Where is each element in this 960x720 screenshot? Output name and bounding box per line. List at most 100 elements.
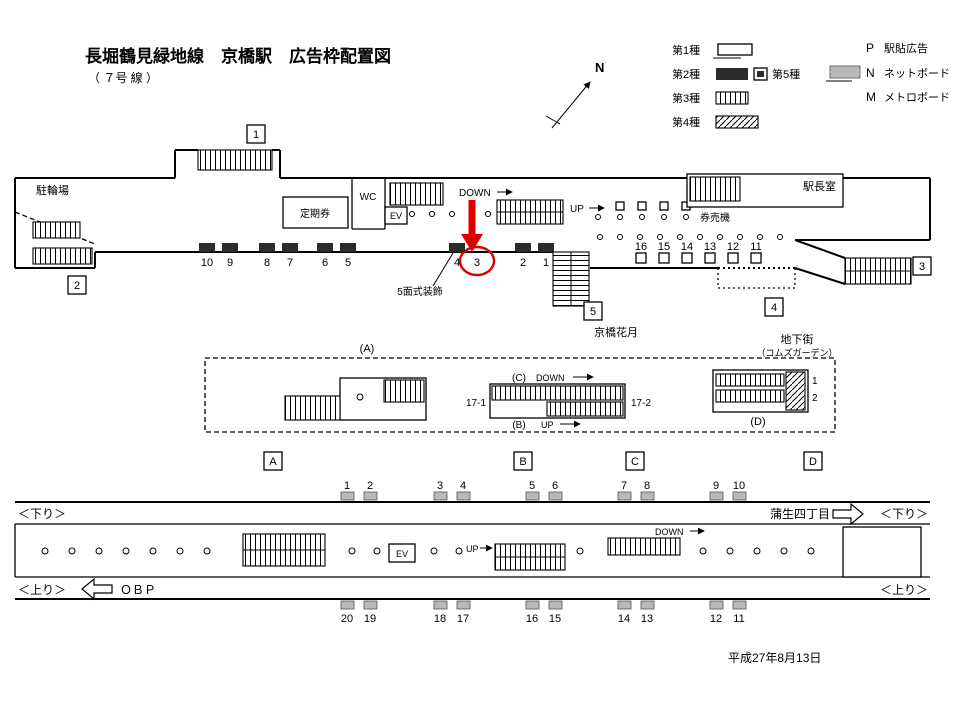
ad-frame-numbers-east: 16 15 14 13 12 11 — [635, 241, 762, 253]
svg-text:18: 18 — [434, 613, 446, 625]
d-frame-2: 2 — [812, 393, 818, 404]
stair-a-structure — [284, 377, 427, 421]
exit5-box — [583, 301, 603, 321]
svg-text:4: 4 — [454, 257, 460, 269]
exit2-box — [67, 275, 87, 295]
svg-text:9: 9 — [227, 257, 233, 269]
wc-label: WC — [360, 192, 377, 203]
exit1-box — [246, 124, 266, 144]
svg-text:13: 13 — [704, 241, 716, 253]
svg-text:5: 5 — [529, 480, 535, 492]
highlight-annotation — [458, 200, 496, 277]
svg-text:15: 15 — [549, 613, 561, 625]
station-office-stairs-icon — [689, 176, 741, 202]
exit4-box — [764, 297, 784, 317]
up-line-left-label: ＜上り＞ — [18, 583, 66, 597]
legend-type4-icon — [715, 115, 759, 129]
ad-frames-black — [199, 243, 554, 252]
down-label: DOWN — [459, 188, 491, 199]
north-arrow — [551, 81, 591, 129]
ad-frame-numbers-west: 10 9 8 7 6 5 4 3 2 1 — [201, 257, 549, 269]
gamo-label: 蒲生四丁目 — [770, 507, 830, 521]
stair-box-c: C — [631, 456, 639, 468]
svg-text:11: 11 — [733, 613, 744, 625]
platform-elevator — [388, 543, 416, 563]
area-a-label: (A) — [360, 343, 375, 355]
north-label: N — [595, 60, 604, 75]
obp-direction-arrow-icon — [81, 577, 113, 601]
stair-d-structure — [712, 369, 809, 413]
highlighted-frame-number: 3 — [474, 257, 480, 269]
commuter-pass-office — [282, 196, 349, 229]
page-title: 長堀鶴見緑地線 京橋駅 広告枠配置図 — [85, 46, 391, 66]
exit1-number: 1 — [253, 129, 259, 141]
station-office-label: 駅長室 — [803, 179, 836, 193]
concourse-stairs-icon — [389, 182, 444, 206]
decoration-label: 5面式装飾 — [397, 285, 443, 298]
exit2-number: 2 — [74, 280, 80, 292]
concourse-map: 駐輪場 1 2 定期券 WC EV DOWN UP — [14, 124, 932, 358]
compass: N — [545, 60, 604, 129]
area-d-label: (D) — [750, 416, 765, 428]
svg-text:11: 11 — [750, 241, 761, 253]
svg-text:2: 2 — [367, 480, 373, 492]
legend-type2-label: 第2種 — [672, 67, 700, 81]
svg-text:16: 16 — [635, 241, 647, 253]
commuter-pass-label: 定期券 — [300, 207, 330, 220]
down-line-left-label: ＜下り＞ — [18, 507, 66, 521]
svg-text:10: 10 — [201, 257, 213, 269]
up-line-right-label: ＜上り＞ — [880, 583, 928, 597]
concourse-elevator — [384, 206, 408, 225]
exit1-stairs-icon — [197, 149, 273, 171]
svg-text:15: 15 — [658, 241, 670, 253]
mezz-down-label: DOWN — [536, 373, 565, 383]
underground-connection — [717, 268, 796, 289]
platform-down-label: DOWN — [655, 527, 684, 537]
svg-text:14: 14 — [681, 241, 693, 253]
legend-type3-label: 第3種 — [672, 91, 700, 105]
mezzanine-map: (A) (C) DOWN 17-1 17-2 (B) UP 1 2 (D) — [204, 343, 836, 471]
svg-text:6: 6 — [552, 480, 558, 492]
svg-text:7: 7 — [621, 480, 627, 492]
highlight-circle — [458, 245, 496, 277]
svg-text:16: 16 — [526, 613, 538, 625]
platform-frame-numbers-bottom: 20 19 18 17 16 15 14 13 12 11 — [341, 613, 745, 625]
legend-m-code: M — [866, 90, 876, 104]
north-arrow-tick — [545, 115, 561, 125]
stair-bc-structure — [489, 383, 626, 419]
stair-letter-boxes: A B C D — [263, 451, 823, 471]
svg-text:2: 2 — [520, 257, 526, 269]
down-line-right-label: ＜下り＞ — [880, 507, 928, 521]
svg-text:1: 1 — [543, 257, 549, 269]
stair-box-a: A — [269, 456, 277, 468]
legend-m-label: メトロボード — [884, 91, 950, 104]
ev-label: EV — [390, 211, 402, 221]
stair-box-d: D — [809, 456, 817, 468]
legend-type1-icon — [717, 43, 753, 56]
platform-up-label: UP — [466, 544, 479, 554]
legend-type3-icon — [715, 91, 749, 105]
area-c-label: (C) — [512, 373, 526, 384]
decoration-leader-line — [432, 252, 454, 287]
d-frame-1: 1 — [812, 376, 818, 387]
ad-ticks-top — [340, 491, 747, 501]
legend-type4-label: 第4種 — [672, 115, 700, 129]
svg-text:4: 4 — [460, 480, 466, 492]
platform-end-room — [842, 526, 922, 578]
legend-p-label: 駅貼広告 — [884, 41, 928, 55]
exit3-box — [912, 256, 932, 276]
page-subtitle: （ ７号 線 ） — [88, 70, 158, 85]
frame-17-1-label: 17-1 — [466, 398, 486, 409]
svg-text:8: 8 — [644, 480, 650, 492]
legend-type2-icon — [716, 68, 748, 80]
svg-text:12: 12 — [727, 241, 739, 253]
legend: 第1種 第2種 第5種 第3種 第4種 P 駅貼広告 N ネットボード M メト… — [672, 41, 950, 129]
platform-frame-numbers-top: 1 2 3 4 5 6 7 8 9 10 — [344, 480, 745, 492]
svg-text:12: 12 — [710, 613, 722, 625]
obp-label: ＯＢＰ — [120, 583, 156, 597]
concourse-pillars-east — [597, 234, 783, 240]
svg-text:3: 3 — [437, 480, 443, 492]
ticket-machines-icons — [615, 201, 691, 211]
concourse-pillars-mid — [595, 214, 689, 220]
